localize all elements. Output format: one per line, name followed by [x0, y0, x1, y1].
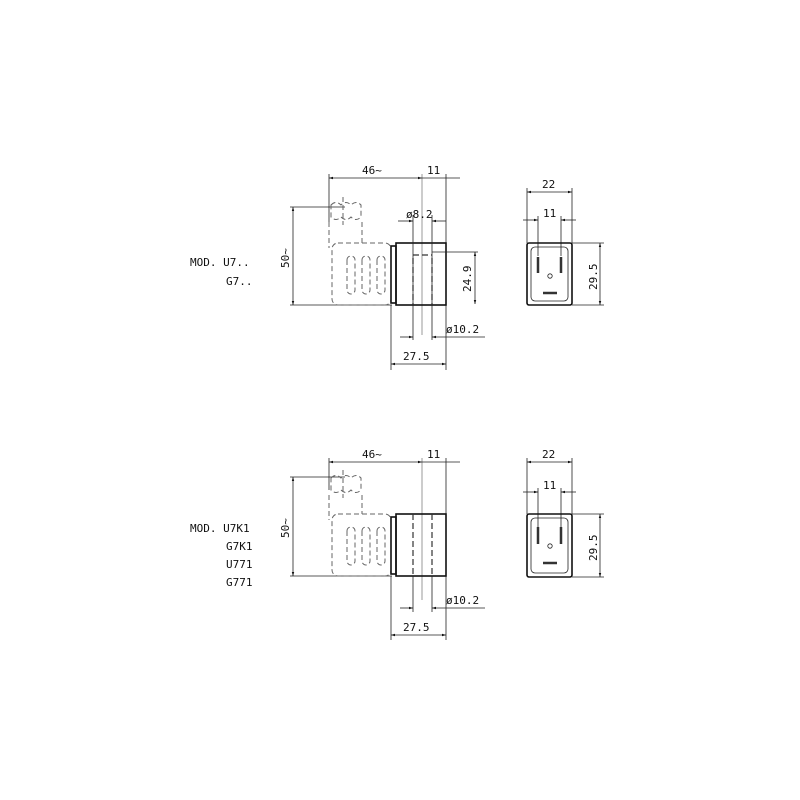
model-label: G7..	[226, 275, 253, 288]
model-label: MOD. U7..	[190, 256, 250, 269]
dim-label-front-height: 29.5	[587, 264, 600, 291]
dim-label-front-height: 29.5	[587, 535, 600, 562]
top-drawing: MOD. U7.. G7.. 46~ 11 50~	[190, 164, 604, 370]
coil-body	[395, 513, 447, 577]
dim-label-front-width: 22	[542, 178, 555, 191]
dim-label-length: 46~	[362, 164, 382, 177]
side-view: 46~ 11 50~ ø10.2 27.5	[279, 448, 485, 640]
model-label: G7K1	[226, 540, 253, 553]
dim-label-pin-spacing: 11	[543, 207, 556, 220]
side-view: 46~ 11 50~ ø8.2	[279, 164, 485, 370]
front-view: 22 11 29.5	[523, 448, 604, 578]
dim-label-width: 11	[427, 448, 440, 461]
dim-label-length: 46~	[362, 448, 382, 461]
dim-label-bore-inner: ø8.2	[406, 208, 433, 221]
dim-label-coil-height: 24.9	[461, 266, 474, 293]
dim-label-coil-width: 27.5	[403, 350, 430, 363]
dim-label-height: 50~	[279, 248, 292, 268]
dim-label-height: 50~	[279, 518, 292, 538]
dim-label-bore-outer: ø10.2	[446, 594, 479, 607]
dim-label-width: 11	[427, 164, 440, 177]
model-label: G771	[226, 576, 253, 589]
bottom-drawing: MOD. U7K1 G7K1 U771 G771 46~ 11 50~	[190, 448, 604, 640]
dim-label-bore-outer: ø10.2	[446, 323, 479, 336]
dim-label-coil-width: 27.5	[403, 621, 430, 634]
model-label: MOD. U7K1	[190, 522, 250, 535]
model-label: U771	[226, 558, 253, 571]
coil-body	[395, 242, 447, 306]
dim-label-pin-spacing: 11	[543, 479, 556, 492]
front-view: 22 11 29.5	[523, 178, 604, 306]
dim-label-front-width: 22	[542, 448, 555, 461]
